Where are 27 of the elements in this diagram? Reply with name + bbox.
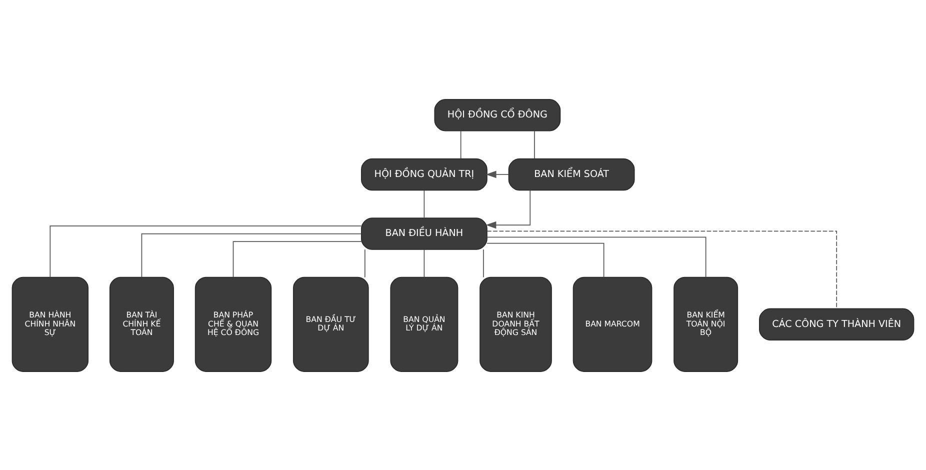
node-box: BAN HÀNH CHÍNH NHÂN SỰ bbox=[12, 276, 89, 372]
connector bbox=[141, 232, 362, 278]
node-box: HỘI ĐỒNG CỔ ĐÔNG bbox=[434, 98, 561, 131]
connector bbox=[424, 248, 425, 278]
node-box: BAN KIỂM SOÁT bbox=[508, 158, 635, 190]
node-box: BAN MARCOM bbox=[572, 276, 652, 372]
connector bbox=[486, 230, 838, 309]
node-box: BAN KIỂM TOÁN NỘI BỘ bbox=[674, 276, 738, 372]
connector bbox=[486, 236, 706, 278]
connector bbox=[50, 224, 362, 278]
node-box: BAN TÀI CHÍNH KẾ TOÁN bbox=[109, 276, 174, 372]
connector bbox=[364, 248, 366, 278]
arrow bbox=[486, 189, 531, 228]
node-box: BAN QUẢN LÝ DỰ ÁN bbox=[390, 276, 458, 372]
node-box: BAN KINH DOANH BẤT ĐỘNG SẢN bbox=[480, 276, 552, 372]
connector bbox=[534, 130, 535, 158]
node-box: HỘI ĐỒNG QUẢN TRỊ bbox=[361, 158, 488, 190]
node-box: BAN ĐẦU TƯ DỰ ÁN bbox=[292, 276, 369, 372]
connector bbox=[460, 130, 462, 158]
arrow bbox=[486, 170, 510, 178]
node-box: BAN ĐIỀU HÀNH bbox=[361, 217, 488, 250]
connector bbox=[424, 189, 425, 218]
node-box: BAN PHÁP CHẾ & QUAN HỆ CỔ ĐÔNG bbox=[194, 276, 272, 372]
connector bbox=[232, 240, 362, 278]
connector bbox=[486, 242, 604, 278]
node-box: CÁC CÔNG TY THÀNH VIÊN bbox=[759, 308, 914, 340]
connector bbox=[483, 248, 484, 278]
